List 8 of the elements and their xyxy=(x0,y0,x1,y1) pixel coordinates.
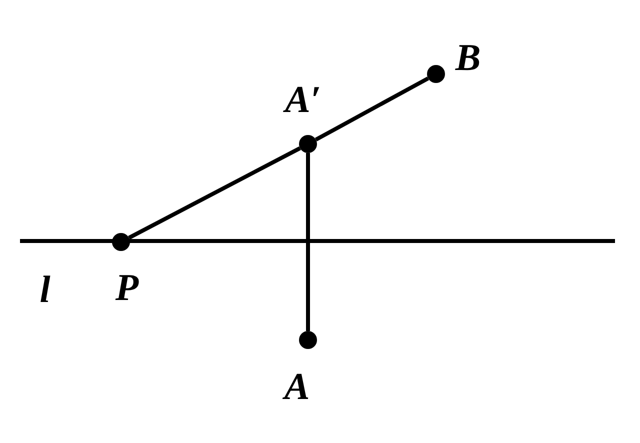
point-label: P xyxy=(115,269,139,307)
line-label: l xyxy=(40,271,50,309)
point-label: B xyxy=(455,39,481,77)
point-label: A′ xyxy=(284,81,322,119)
line-segment xyxy=(306,153,310,331)
line-segment xyxy=(128,146,301,240)
point-label: A xyxy=(284,368,310,406)
line-segment xyxy=(314,76,430,142)
